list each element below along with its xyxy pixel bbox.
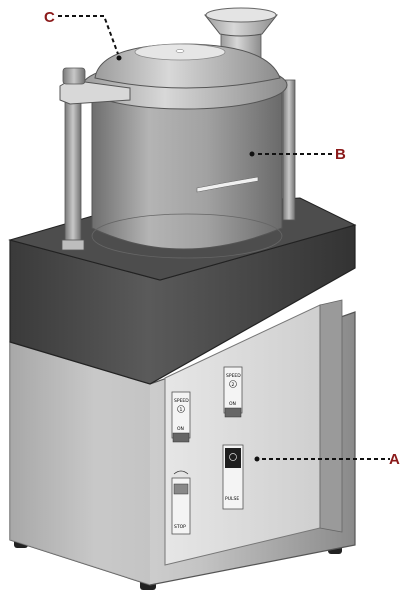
speed-2-number: 2 xyxy=(232,382,235,388)
callout-b-label: B xyxy=(335,146,346,163)
stop-button[interactable] xyxy=(173,483,189,495)
speed-1-number: 1 xyxy=(180,407,183,413)
left-rod-collar xyxy=(61,239,85,251)
callout-b-marker xyxy=(249,151,255,157)
lid-center-hole xyxy=(175,49,185,53)
rear-rod xyxy=(282,79,296,221)
stop-label: STOP xyxy=(174,524,186,530)
pulse-label: PULSE xyxy=(225,496,239,502)
callout-a-marker xyxy=(254,456,260,462)
speed-2-switch[interactable] xyxy=(224,407,242,418)
speed-1-dial-icon xyxy=(177,405,185,413)
left-rod xyxy=(64,94,82,246)
speed-2-dial-icon xyxy=(229,380,237,388)
lid-knob xyxy=(62,67,86,85)
pulse-button[interactable] xyxy=(225,448,241,468)
speed-2-control[interactable]: SPEED 2 ON xyxy=(223,366,243,418)
speed-1-switch[interactable] xyxy=(172,432,190,443)
speed-1-control[interactable]: SPEED 1 ON xyxy=(171,391,191,443)
speed-2-on: ON xyxy=(229,401,236,407)
bowl xyxy=(91,87,283,250)
base-left-face xyxy=(10,342,150,585)
speed-1-on: ON xyxy=(177,426,184,432)
pulse-symbol-icon xyxy=(229,453,237,461)
stop-guard-icon xyxy=(173,470,189,475)
callout-c-label: C xyxy=(44,9,55,26)
stop-control[interactable]: STOP xyxy=(171,470,191,535)
callout-c-marker xyxy=(116,55,122,61)
bowl-bottom-rim xyxy=(91,213,283,259)
panel-edge-right xyxy=(319,299,343,533)
bowl-slot xyxy=(196,176,259,193)
callout-a-label: A xyxy=(389,451,400,468)
pulse-control[interactable]: PULSE xyxy=(222,444,244,510)
callout-c-leader xyxy=(58,15,119,55)
speed-1-label: SPEED xyxy=(174,398,189,404)
feed-funnel-mouth xyxy=(205,7,277,23)
speed-2-label: SPEED xyxy=(226,373,241,379)
